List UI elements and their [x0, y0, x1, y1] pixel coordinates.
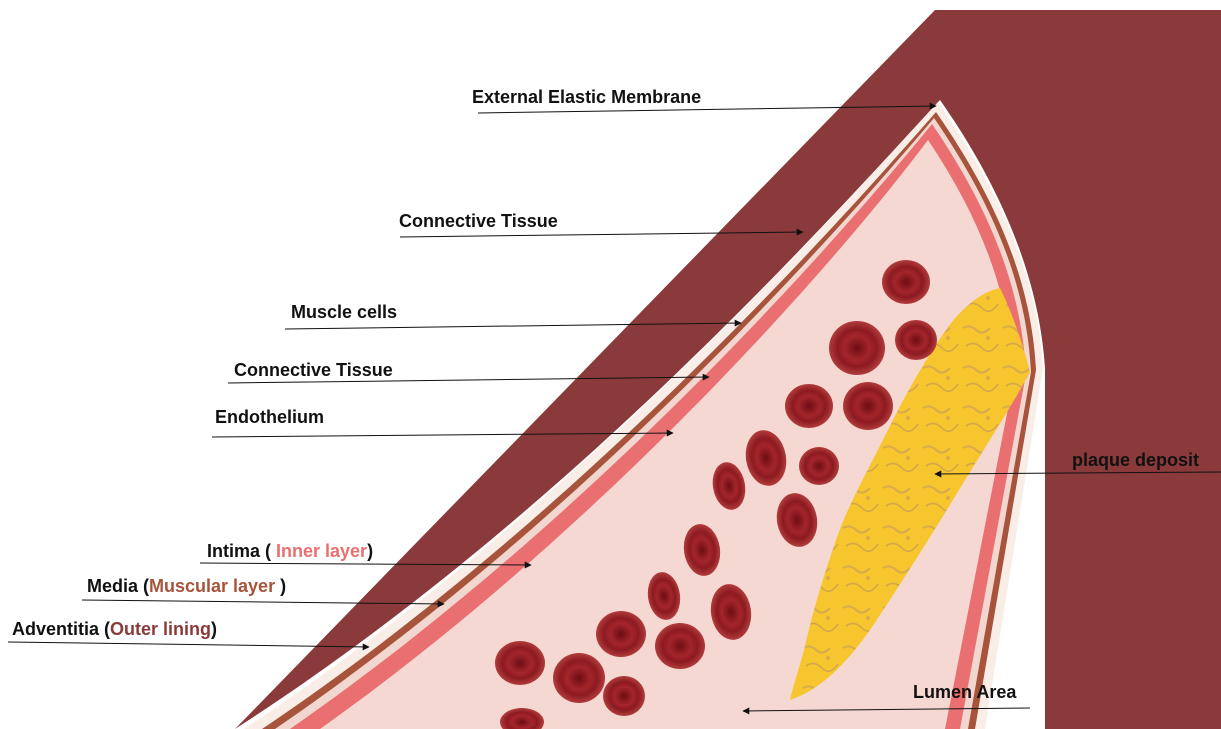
label-adventitia-prefix: Adventitia (	[12, 619, 110, 639]
red-blood-cell	[895, 320, 937, 360]
red-blood-cell	[882, 260, 930, 304]
label-lumen-area: Lumen Area	[913, 682, 1017, 702]
label-adventitia-colored: Outer lining	[110, 619, 211, 639]
label-adventitia: Adventitia (Outer lining)	[12, 619, 217, 639]
red-blood-cell	[596, 611, 646, 657]
label-intima-prefix: Intima (	[207, 541, 276, 561]
red-blood-cell	[603, 676, 645, 716]
red-blood-cell	[799, 447, 839, 485]
label-intima-colored: Inner layer	[276, 541, 367, 561]
red-blood-cell	[829, 321, 885, 375]
label-plaque-deposit: plaque deposit	[1072, 450, 1199, 470]
red-blood-cell	[495, 641, 545, 685]
label-muscle-cells: Muscle cells	[291, 302, 397, 322]
red-blood-cell	[785, 384, 833, 428]
label-endothelium: Endothelium	[215, 407, 324, 427]
red-blood-cell	[553, 653, 605, 703]
label-intima: Intima ( Inner layer)	[207, 541, 373, 561]
label-connective-tissue-outer: Connective Tissue	[399, 211, 558, 231]
label-media-prefix: Media (	[87, 576, 149, 596]
red-blood-cell	[655, 623, 705, 669]
label-adventitia-suffix: )	[211, 619, 217, 639]
label-media: Media (Muscular layer )	[87, 576, 286, 596]
label-external-elastic-membrane: External Elastic Membrane	[472, 87, 701, 107]
label-media-suffix: )	[275, 576, 286, 596]
red-blood-cell	[843, 382, 893, 430]
label-media-colored: Muscular layer	[149, 576, 275, 596]
label-intima-suffix: )	[367, 541, 373, 561]
leader-adventitia	[8, 642, 369, 647]
label-connective-tissue-inner: Connective Tissue	[234, 360, 393, 380]
